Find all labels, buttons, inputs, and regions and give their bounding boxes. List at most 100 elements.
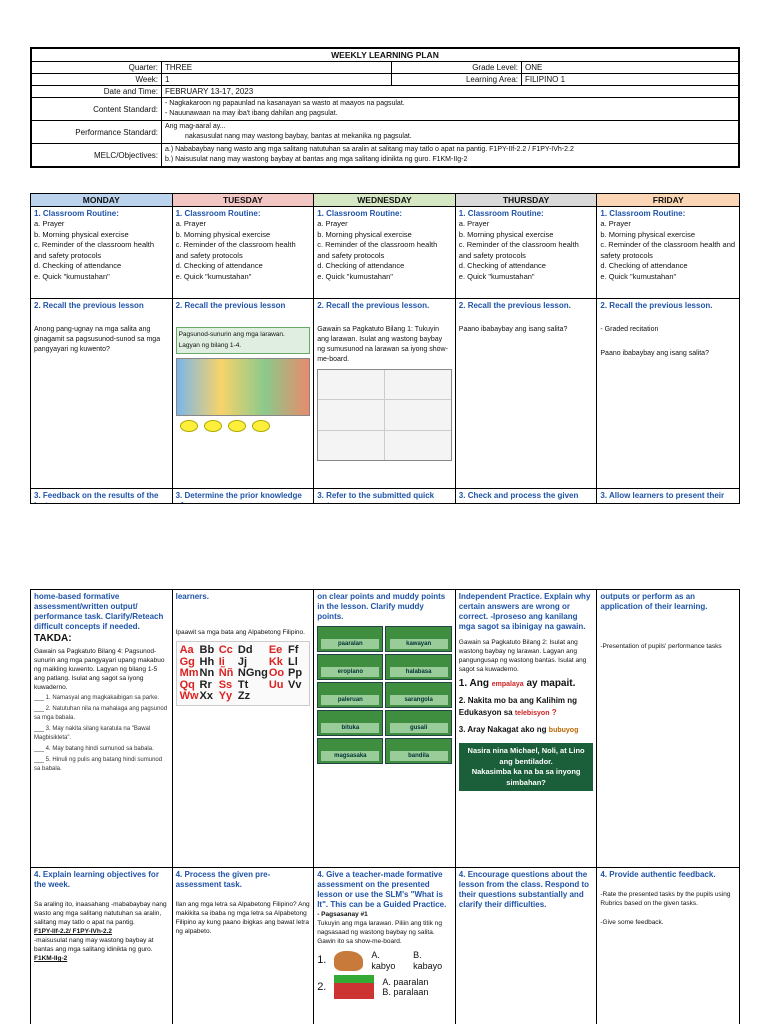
alphabet-letter: Aa [179, 644, 194, 656]
word-label: paaralan [321, 638, 380, 649]
alphabet-letter: Oo [268, 667, 285, 679]
thursday-continued: Independent Practice. Explain why certai… [455, 590, 598, 868]
step4-heading: 4. Provide authentic feedback. [600, 870, 716, 879]
step3-title: 3. Allow learners to present their [600, 491, 725, 500]
friday-activity: -Presentation of pupils' performance tas… [600, 643, 722, 650]
melc-line: a.) Nababaybay nang wasto ang mga salita… [165, 146, 574, 153]
week-value: 1 [161, 73, 392, 86]
picture-grid [317, 369, 452, 461]
task-line: ___ 4. May batang hindi sumunod sa babal… [34, 745, 154, 752]
wednesday-step4: 4. Give a teacher-made formative assessm… [314, 868, 456, 1024]
step4-text: Ilan ang mga letra sa Alpabetong Filipin… [175, 901, 310, 935]
sentence-5: Nakasimba ka na ba sa inyong simbahan? [471, 767, 581, 787]
picture-tile [318, 370, 384, 400]
instruction-text: Ipaawit sa mga bata ang Alpabetong Filip… [175, 629, 305, 636]
content-standard-line: - Nauunawaan na may iba't ibang dahilan … [165, 110, 338, 117]
step4-text: Sa araling ito, inaasahang -mababaybay n… [34, 901, 167, 926]
q3-start: 3. Aray [458, 725, 486, 734]
question-3: 3. Aray Nakagat ako ng bubuyog [459, 724, 594, 737]
area-value: FILIPINO 1 [521, 73, 739, 86]
grade-label: Grade Level: [391, 61, 522, 74]
day-header-friday: FRIDAY [597, 194, 739, 207]
answer-oval [251, 420, 270, 432]
sentence-box: Nasira nina Michael, Noli, at Lino ang b… [458, 743, 594, 791]
routine-item: a. Prayer [600, 219, 631, 228]
step4-text: -Rate the presented tasks by the pupils … [600, 891, 731, 907]
day-header-tuesday: TUESDAY [172, 194, 315, 207]
choices: A. paaralan B. paralaan [382, 977, 428, 998]
continued-row: home-based formative assessment/written … [31, 590, 739, 868]
routine-item: e. Quick "kumustahan" [34, 271, 110, 281]
word-picture-tile: paleruan [317, 682, 384, 708]
wednesday-continued: on clear points and muddy points in the … [314, 590, 456, 868]
melc-value: a.) Nababaybay nang wasto ang mga salita… [161, 143, 739, 167]
alphabet-letter: Ss [218, 678, 233, 691]
q1-start: 1. Ang [458, 678, 489, 689]
q3-mid: Nakagat ako ng [487, 725, 547, 734]
step4-heading: 4. Give a teacher-made formative assessm… [317, 870, 447, 909]
routine-item: d. Checking of attendance [317, 261, 405, 270]
alphabet-letter: Hh [199, 655, 215, 668]
routine-title: 1. Classroom Routine: [317, 209, 403, 218]
routine-item: a. Prayer [175, 219, 207, 228]
word-label: halabasa [389, 666, 448, 677]
routine-item: b. Morning physical exercise [458, 229, 554, 239]
alphabet-letter: Gg [179, 655, 195, 668]
routine-item: e. Quick "kumustahan" [175, 271, 252, 281]
choice-a: A. kabyo [371, 950, 396, 971]
grade-value: ONE [521, 61, 739, 74]
q3-word: bubuyog [548, 727, 579, 734]
alphabet-letter: Vv [288, 678, 302, 691]
routine-item: c. Reminder of the classroom health and … [317, 240, 438, 260]
alphabet-letter: Ll [288, 655, 298, 668]
monday-continued: home-based formative assessment/written … [31, 590, 173, 868]
alphabet-letter: Rr [199, 678, 212, 691]
routine-title: 1. Classroom Routine: [175, 209, 261, 218]
step3-title: 3. Check and process the given [458, 491, 579, 500]
q1-end: ay mapait. [526, 678, 576, 689]
alphabet-letter: Tt [237, 678, 249, 691]
word-label: gusali [389, 722, 448, 733]
section-heading: on clear points and muddy points in the … [317, 592, 446, 621]
step4-heading: 4. Encourage questions about the lesson … [458, 870, 590, 909]
performance-standard-value: Ang mag-aaral ay... nakasusulat nang may… [161, 120, 739, 144]
recall-cell: 2. Recall the previous lesson.- Graded r… [597, 299, 739, 489]
choice-b: B. paralaan [382, 987, 429, 997]
content-standard-value: - Nagkakaroon ng papaunlad na kasanayan … [161, 97, 739, 121]
day-header-thursday: THURSDAY [455, 194, 598, 207]
lesson-plan-header: WEEKLY LEARNING PLAN Quarter: THREE Grad… [30, 47, 740, 168]
recall-question: Pagsunod-sunurin ang mga larawan. Lagyan… [175, 327, 311, 354]
step3-row: 3. Feedback on the results of the last3.… [31, 489, 739, 503]
step3-cell: 3. Check and process the given [456, 489, 598, 503]
routine-item: a. Prayer [458, 219, 490, 228]
word-label: sarangola [389, 694, 448, 705]
routine-item: c. Reminder of the classroom health and … [600, 240, 736, 260]
step3-cell: 3. Determine the prior knowledge of [173, 489, 315, 503]
step3-title: 3. Determine the prior knowledge of [175, 491, 302, 503]
picture-tile [384, 430, 451, 460]
week-label: Week: [31, 73, 162, 86]
exercise-item-1: 1. A. kabyo B. kabayo [317, 950, 452, 971]
word-label: eroplano [321, 666, 380, 677]
word-picture-tile: sarangola [385, 682, 452, 708]
q1-word: empalaya [491, 681, 524, 688]
alphabet-letter: Xx [199, 690, 214, 702]
task-line: ___ 3. May nakita silang karatula na "Ba… [34, 725, 151, 741]
melc-line: b.) Naisusulat nang may wastong baybay a… [165, 156, 468, 163]
step4-text: -Give some feedback. [600, 919, 664, 926]
word-picture-tile: bandila [385, 738, 452, 764]
alphabet-letter: Ee [268, 644, 283, 656]
routine-item: d. Checking of attendance [458, 261, 546, 270]
thursday-step4: 4. Encourage questions about the lesson … [456, 868, 598, 1024]
performance-line: Ang mag-aaral ay... [165, 123, 226, 130]
step4-row: 4. Explain learning objectives for the w… [31, 868, 739, 1024]
routine-item: c. Reminder of the classroom health and … [175, 240, 296, 260]
alphabet-letter: Uu [268, 678, 284, 691]
friday-continued: outputs or perform as an application of … [597, 590, 739, 868]
task-line: ___ 5. Hinuli ng pulis ang batang hindi … [34, 756, 163, 772]
routine-item: a. Prayer [34, 219, 65, 228]
word-picture-tile: gusali [385, 710, 452, 736]
